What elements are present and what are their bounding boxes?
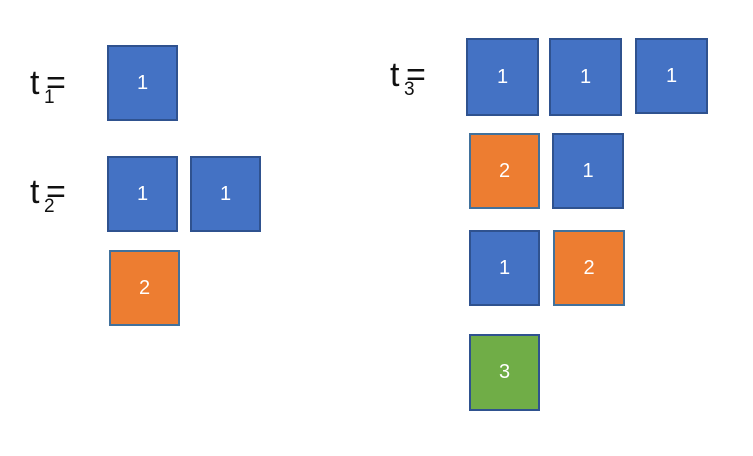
t3-box-2: 1 <box>549 38 622 116</box>
t3-label-equals: = <box>405 56 427 94</box>
t3-box-3: 1 <box>635 38 708 114</box>
t1-box-1: 1 <box>107 45 178 121</box>
t3-box-5: 1 <box>552 133 624 209</box>
t2-label-base: t <box>30 173 40 211</box>
t3-box-1: 1 <box>466 38 539 116</box>
t3-box-7: 2 <box>553 230 625 306</box>
t1-label-base: t <box>30 64 40 102</box>
t3-box-8: 3 <box>469 334 540 411</box>
t2-box-3: 2 <box>109 250 180 326</box>
t1-label-equals: = <box>45 64 67 102</box>
t3-label-subscript: 3 <box>404 79 416 100</box>
t3-box-4: 2 <box>469 133 540 209</box>
t2-label-subscript: 2 <box>44 196 56 217</box>
t2-box-2: 1 <box>190 156 261 232</box>
t2-label-equals: = <box>45 173 67 211</box>
t1-label-subscript: 1 <box>44 87 56 108</box>
t3-label-base: t <box>390 56 400 94</box>
t2-box-1: 1 <box>107 156 178 232</box>
t3-box-6: 1 <box>469 230 540 306</box>
